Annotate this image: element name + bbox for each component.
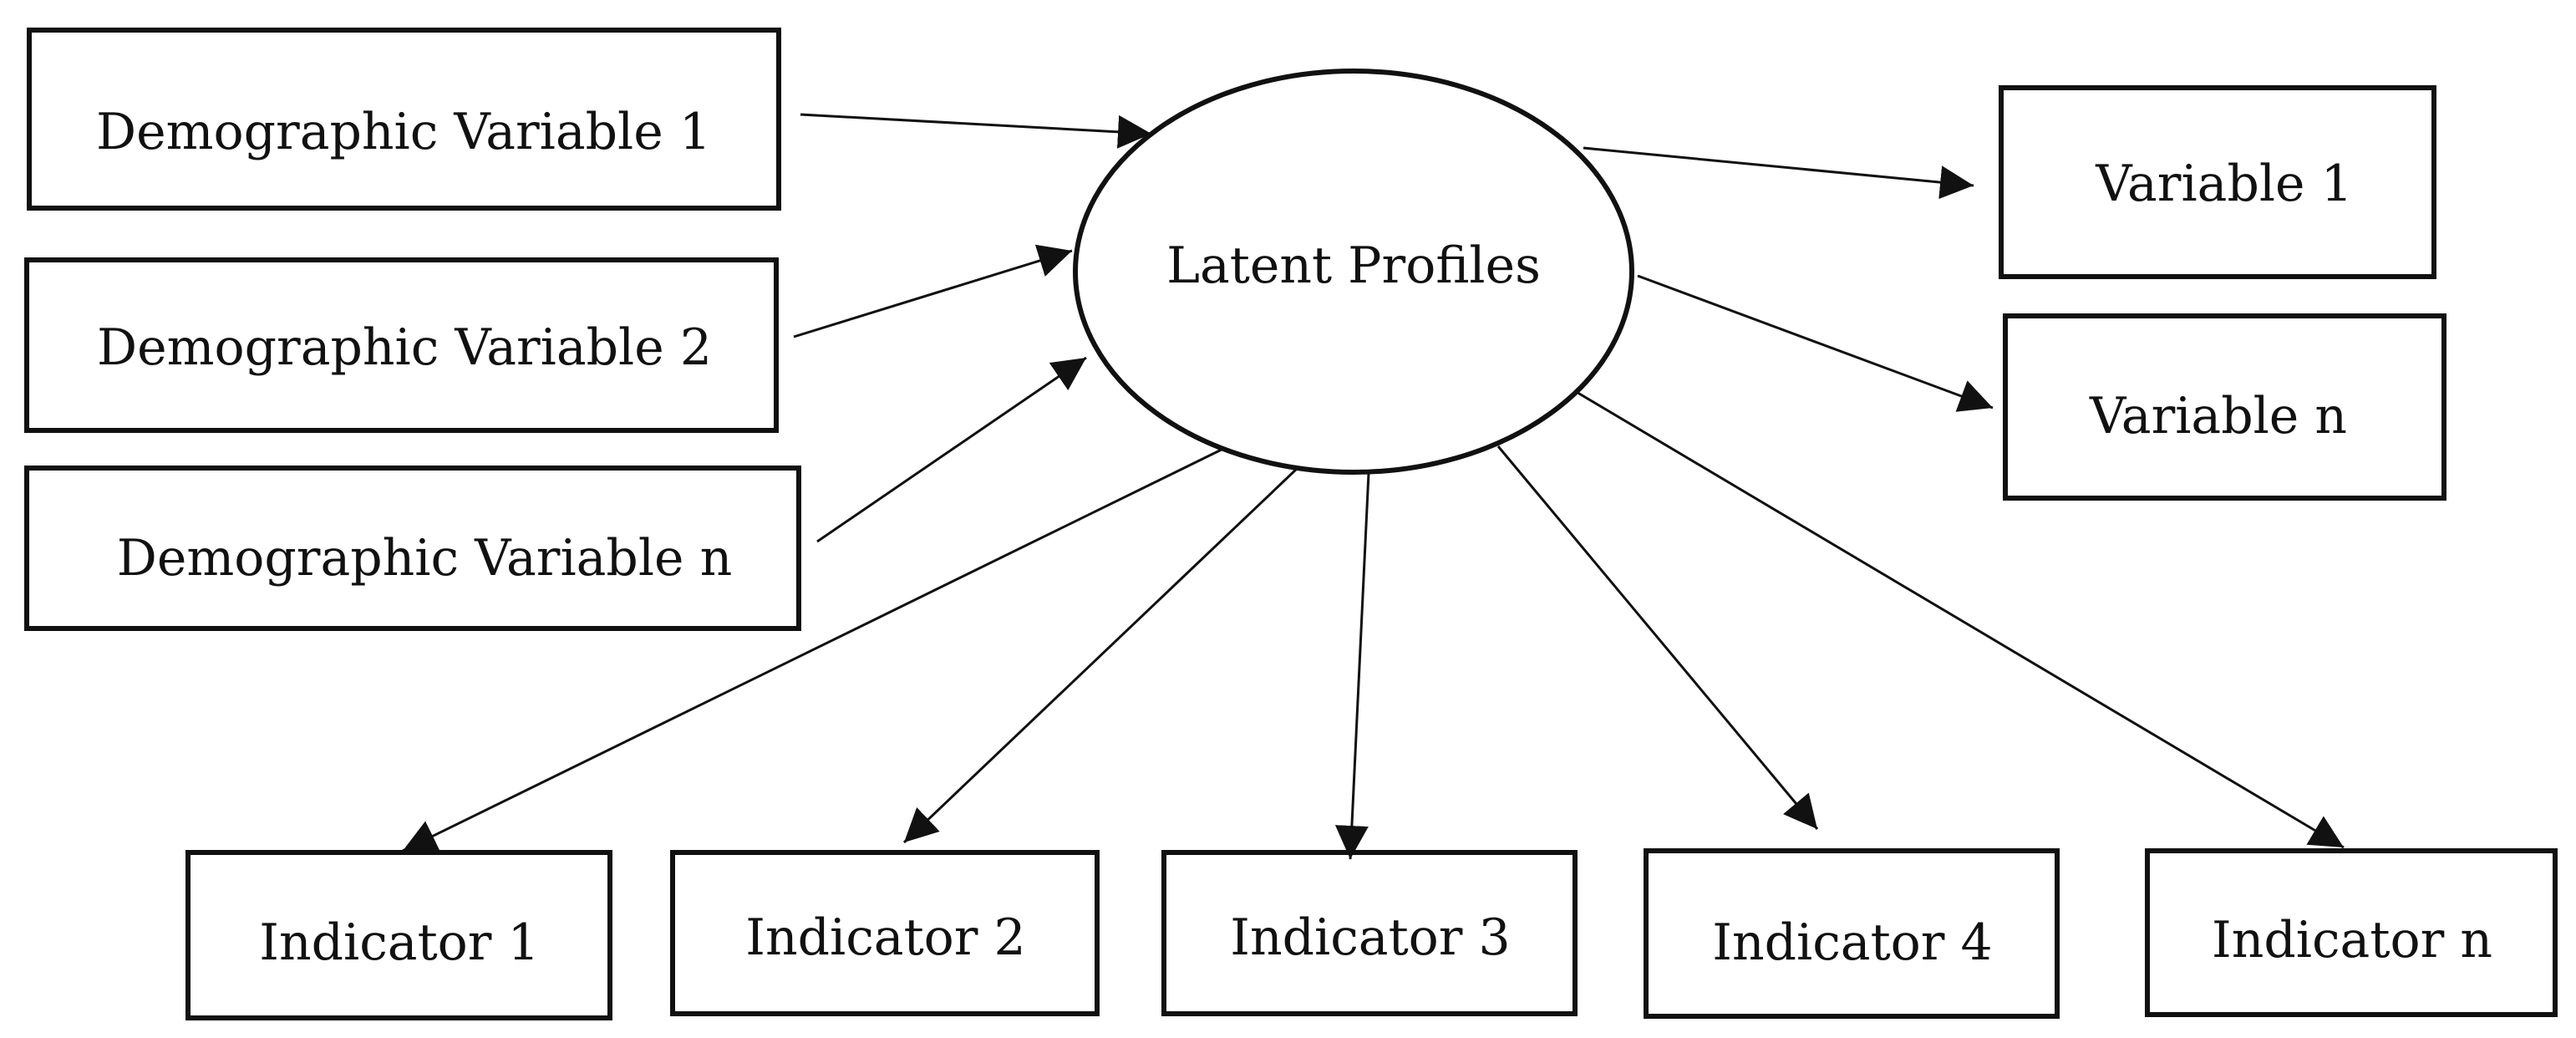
indicator-4-label: Indicator 4: [1712, 913, 1992, 972]
demographic-variable-2-node: Demographic Variable 2: [24, 257, 779, 433]
indicator-1-label: Indicator 1: [259, 913, 539, 972]
variable-n-box: [2003, 313, 2446, 501]
indicator-n-box: [2145, 848, 2558, 1017]
arrow-latent-to-indicator-3: [1334, 472, 1370, 860]
demographic-variable-1-node: Demographic Variable 1: [27, 28, 781, 211]
arrow-latent-to-indicator-2: [902, 466, 1299, 844]
indicator-1-node: Indicator 1: [185, 850, 612, 1020]
variable-n-label: Variable n: [2089, 387, 2347, 445]
indicator-1-box: [185, 850, 612, 1020]
arrow-latent-to-variable-n: [1637, 274, 1994, 412]
arrow-latent-to-indicator-1: [402, 445, 1227, 852]
arrow-demographic-n-to-latent: [816, 356, 1087, 543]
variable-1-node: Variable 1: [1999, 85, 2436, 279]
variable-n-node: Variable n: [2003, 313, 2446, 501]
indicator-4-box: [1644, 848, 2060, 1019]
indicator-2-box: [670, 850, 1100, 1016]
indicator-3-box: [1161, 850, 1578, 1016]
arrow-demographic-1-to-latent: [800, 113, 1152, 149]
latent-profiles-ellipse: [1073, 69, 1634, 475]
demographic-variable-1-box: [27, 28, 781, 211]
demographic-variable-n-box: [24, 466, 801, 631]
arrow-latent-to-indicator-4: [1496, 445, 1819, 830]
indicator-n-node: Indicator n: [2145, 848, 2558, 1017]
demographic-variable-2-box: [24, 257, 779, 433]
demographic-variable-2-label: Demographic Variable 2: [97, 318, 712, 377]
arrow-demographic-2-to-latent: [793, 244, 1073, 338]
arrow-latent-to-indicator-n: [1574, 389, 2345, 849]
indicator-3-label: Indicator 3: [1230, 908, 1510, 967]
demographic-variable-n-node: Demographic Variable n: [24, 466, 801, 631]
latent-profiles-label: Latent Profiles: [1166, 237, 1541, 295]
indicator-3-node: Indicator 3: [1161, 850, 1578, 1016]
arrows: [402, 113, 2345, 860]
latent-profiles-node: Latent Profiles: [1073, 69, 1634, 475]
indicator-n-label: Indicator n: [2212, 911, 2492, 969]
indicator-4-node: Indicator 4: [1644, 848, 2060, 1019]
demographic-variable-1-label: Demographic Variable 1: [96, 103, 711, 161]
variable-1-label: Variable 1: [2095, 155, 2353, 213]
indicator-2-label: Indicator 2: [745, 908, 1025, 967]
demographic-variable-n-label: Demographic Variable n: [117, 529, 732, 588]
indicator-2-node: Indicator 2: [670, 850, 1100, 1016]
arrow-latent-to-variable-1: [1583, 146, 1974, 200]
variable-1-box: [1999, 85, 2436, 279]
